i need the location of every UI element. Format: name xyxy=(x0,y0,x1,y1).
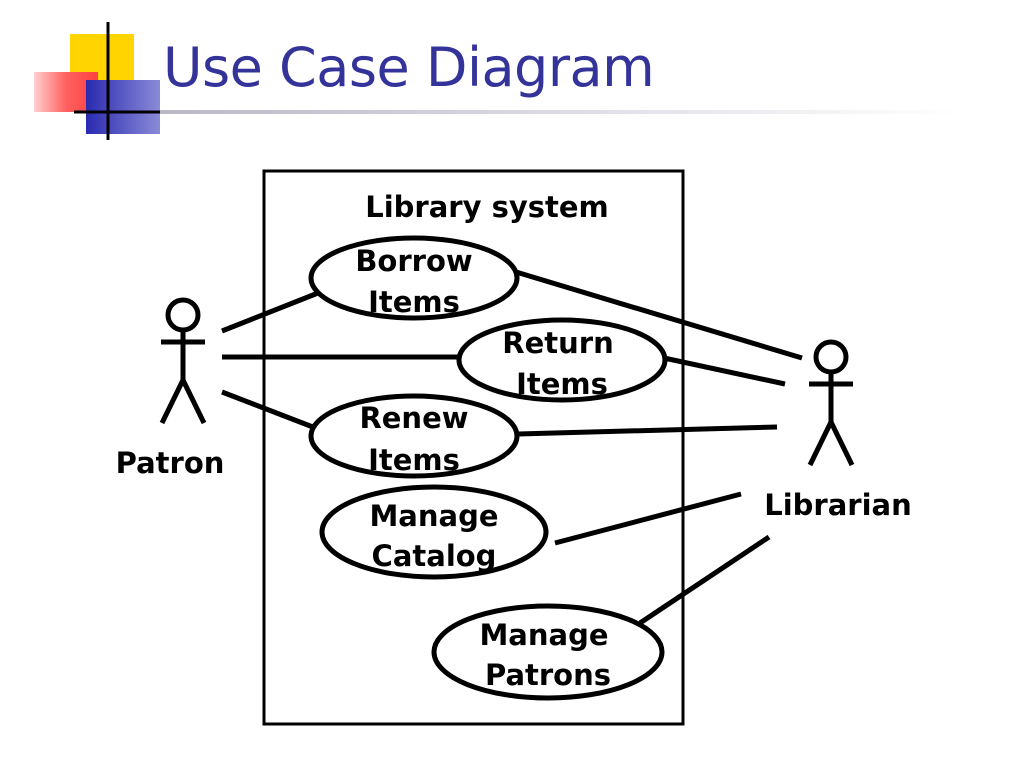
use-case-catalog-line2: Catalog xyxy=(372,539,497,573)
patron-left-leg xyxy=(159,378,186,425)
use-case-renew-line1: Renew xyxy=(359,401,468,435)
slide-title: Use Case Diagram xyxy=(163,36,655,99)
assoc-librarian-renew xyxy=(517,424,778,437)
assoc-librarian-catalog xyxy=(554,491,742,546)
use-case-patrons-ellipse xyxy=(431,603,665,701)
librarian-right-leg xyxy=(828,420,855,467)
patron-right-leg xyxy=(180,378,207,425)
librarian-stick-figure-icon xyxy=(807,339,855,467)
actor-librarian-label: Librarian xyxy=(764,488,912,522)
assoc-librarian-borrow xyxy=(515,269,803,361)
use-case-return-line2: Items xyxy=(516,367,608,401)
associations xyxy=(221,269,803,626)
title-underline xyxy=(160,110,960,114)
assoc-librarian-return xyxy=(663,355,786,387)
use-case-renew-line2: Items xyxy=(368,443,460,477)
use-case-renew-ellipse xyxy=(308,393,520,479)
system-boundary xyxy=(262,169,685,726)
patron-stick-figure-icon xyxy=(159,297,207,425)
use-case-catalog-line1: Manage xyxy=(369,499,498,533)
use-case-catalog-ellipse xyxy=(319,484,549,580)
use-case-borrow-line2: Items xyxy=(368,285,460,319)
actor-patron-label: Patron xyxy=(116,446,225,480)
librarian-left-leg xyxy=(807,420,834,467)
librarian-head xyxy=(813,339,849,375)
deco-blue-square xyxy=(86,80,160,134)
assoc-patron-renew xyxy=(221,389,319,432)
use-case-patrons-line1: Manage xyxy=(479,618,608,652)
decorative-logo xyxy=(34,22,960,140)
use-case-borrow-ellipse xyxy=(308,235,520,321)
assoc-librarian-patrons xyxy=(638,534,771,626)
patron-head xyxy=(165,297,201,333)
use-case-return-line1: Return xyxy=(502,326,613,360)
use-case-borrow-line1: Borrow xyxy=(355,244,472,278)
use-case-patrons-line2: Patrons xyxy=(485,658,611,692)
use-case-return-ellipse xyxy=(456,317,668,403)
system-label: Library system xyxy=(365,190,609,224)
assoc-patron-borrow xyxy=(221,290,319,334)
